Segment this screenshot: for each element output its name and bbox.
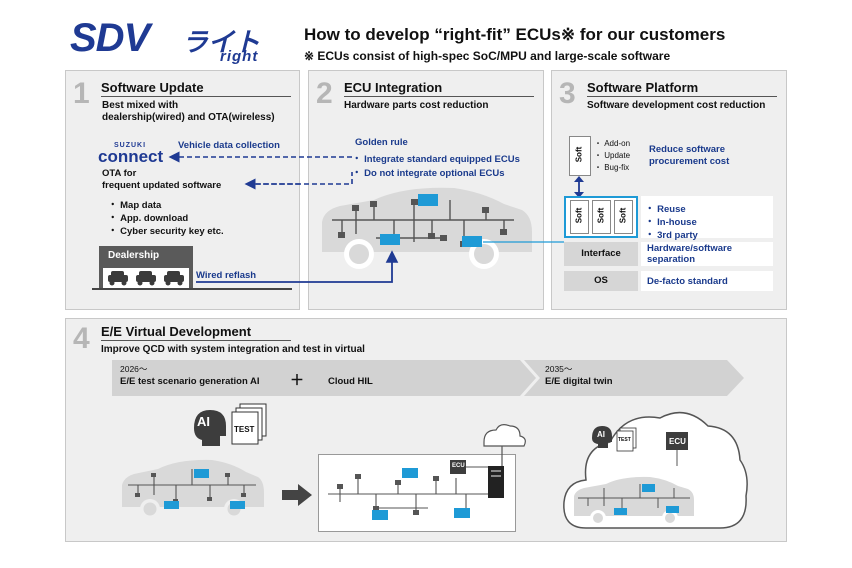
- ai-head-icon: [194, 410, 226, 446]
- twin-ecu-label: ECU: [669, 437, 686, 446]
- timeline-year-2: 2035〜: [545, 364, 573, 374]
- dealership-ground: [92, 288, 292, 290]
- panel-software-platform: [551, 70, 787, 310]
- ota-label-2: frequent updated software: [102, 180, 222, 191]
- test-label: TEST: [234, 425, 255, 434]
- twin-ai-label: AI: [597, 430, 605, 439]
- timeline-stage-2: E/E digital twin: [545, 376, 613, 387]
- panel1-subtitle-2: dealership(wired) and OTA(wireless): [102, 112, 275, 123]
- logo-kana: ライト: [182, 27, 261, 57]
- connect-logo: connect: [98, 147, 164, 166]
- car-ecu-network: [322, 187, 532, 269]
- dealership-cars-icon: [103, 268, 189, 288]
- twin-test-label: TEST: [618, 437, 631, 443]
- cloud-hil-network: [328, 424, 526, 520]
- page-title: How to develop “right-fit” ECUs※ for our…: [304, 25, 726, 44]
- panel3-title: Software Platform: [587, 80, 699, 95]
- cloud-hil-ecu-label: ECU: [452, 463, 465, 469]
- panel4-subtitle: Improve QCD with system integration and …: [101, 344, 365, 355]
- timeline-plus: ＋: [290, 372, 304, 388]
- interface-box: [564, 242, 638, 266]
- interface-label: Interface: [581, 248, 621, 259]
- os-desc: De-facto standard: [647, 276, 728, 287]
- panel3-title-underline: [587, 96, 777, 97]
- digital-twin-cloud: [563, 411, 748, 529]
- inhouse-item: ・ In-house: [645, 217, 697, 228]
- wired-reflash-label: Wired reflash: [196, 270, 257, 281]
- panel1-subtitle-1: Best mixed with: [102, 100, 179, 111]
- os-box: [564, 271, 638, 291]
- ai-label: AI: [197, 414, 210, 429]
- soft-box-1: [570, 200, 589, 234]
- ota-label-1: OTA for: [102, 168, 137, 179]
- panel2-number: 2: [316, 77, 333, 110]
- os-label: OS: [594, 275, 608, 286]
- rule-integrate: ・ Integrate standard equipped ECUs: [352, 154, 520, 165]
- bullet-cyber-key: ・ Cyber security key etc.: [108, 226, 224, 237]
- reduce-text-2: procurement cost: [649, 156, 730, 167]
- third-party-item: ・ 3rd party: [645, 230, 698, 241]
- panel4-number: 4: [73, 322, 90, 355]
- soft-addon-box: [569, 136, 591, 176]
- os-desc-box: [641, 271, 773, 291]
- interface-desc-1: Hardware/software: [647, 243, 733, 254]
- page-subtitle: ※ ECUs consist of high-spec SoC/MPU and …: [304, 49, 671, 63]
- panel1-title-underline: [101, 96, 291, 97]
- bullet-app-download: ・ App. download: [108, 213, 189, 224]
- reuse-item: ・ Reuse: [645, 204, 686, 215]
- reduce-text-1: Reduce software: [649, 144, 726, 155]
- bullet-map-data: ・ Map data: [108, 200, 162, 211]
- right-arrow-icon: [282, 484, 312, 506]
- interface-desc-2: separation: [647, 254, 696, 265]
- panel2-title: ECU Integration: [344, 80, 443, 95]
- panel4-title-underline: [101, 340, 291, 341]
- bugfix-item: ・ Bug-fix: [594, 163, 630, 172]
- panel1-title: Software Update: [101, 80, 204, 95]
- test-document-icon: [231, 403, 267, 445]
- vehicle-data-label: Vehicle data collection: [178, 140, 280, 151]
- update-item: ・ Update: [594, 151, 631, 160]
- logo: SDV ライト right: [70, 16, 285, 68]
- panel2-subtitle: Hardware parts cost reduction: [344, 100, 489, 111]
- logo-main: SDV: [70, 16, 150, 60]
- golden-rule-label: Golden rule: [355, 137, 408, 148]
- panel2-title-underline: [344, 96, 534, 97]
- panel3-number: 3: [559, 77, 576, 110]
- timeline-year-1: 2026〜: [120, 364, 148, 374]
- reuse-desc-box: [641, 196, 773, 238]
- addon-item: ・ Add-on: [594, 139, 631, 148]
- panel3-subtitle: Software development cost reduction: [587, 100, 766, 111]
- update-arrow: [574, 176, 584, 198]
- logo-small: right: [220, 48, 259, 65]
- rule-not-integrate: ・ Do not integrate optional ECUs: [352, 168, 505, 179]
- dealership-label: Dealership: [108, 250, 160, 261]
- interface-desc-box: [641, 242, 773, 266]
- soft-box-3: [614, 200, 633, 234]
- timeline-stage-1: E/E test scenario generation AI: [120, 376, 260, 387]
- soft-box-2: [592, 200, 611, 234]
- panel4-title: E/E Virtual Development: [101, 324, 252, 339]
- panel1-number: 1: [73, 77, 90, 110]
- timeline-chevrons: [112, 360, 744, 396]
- timeline-stage-1b: Cloud HIL: [328, 376, 373, 387]
- virtual-car-ecu: [122, 459, 264, 519]
- suzuki-brand: SUZUKI: [114, 142, 147, 149]
